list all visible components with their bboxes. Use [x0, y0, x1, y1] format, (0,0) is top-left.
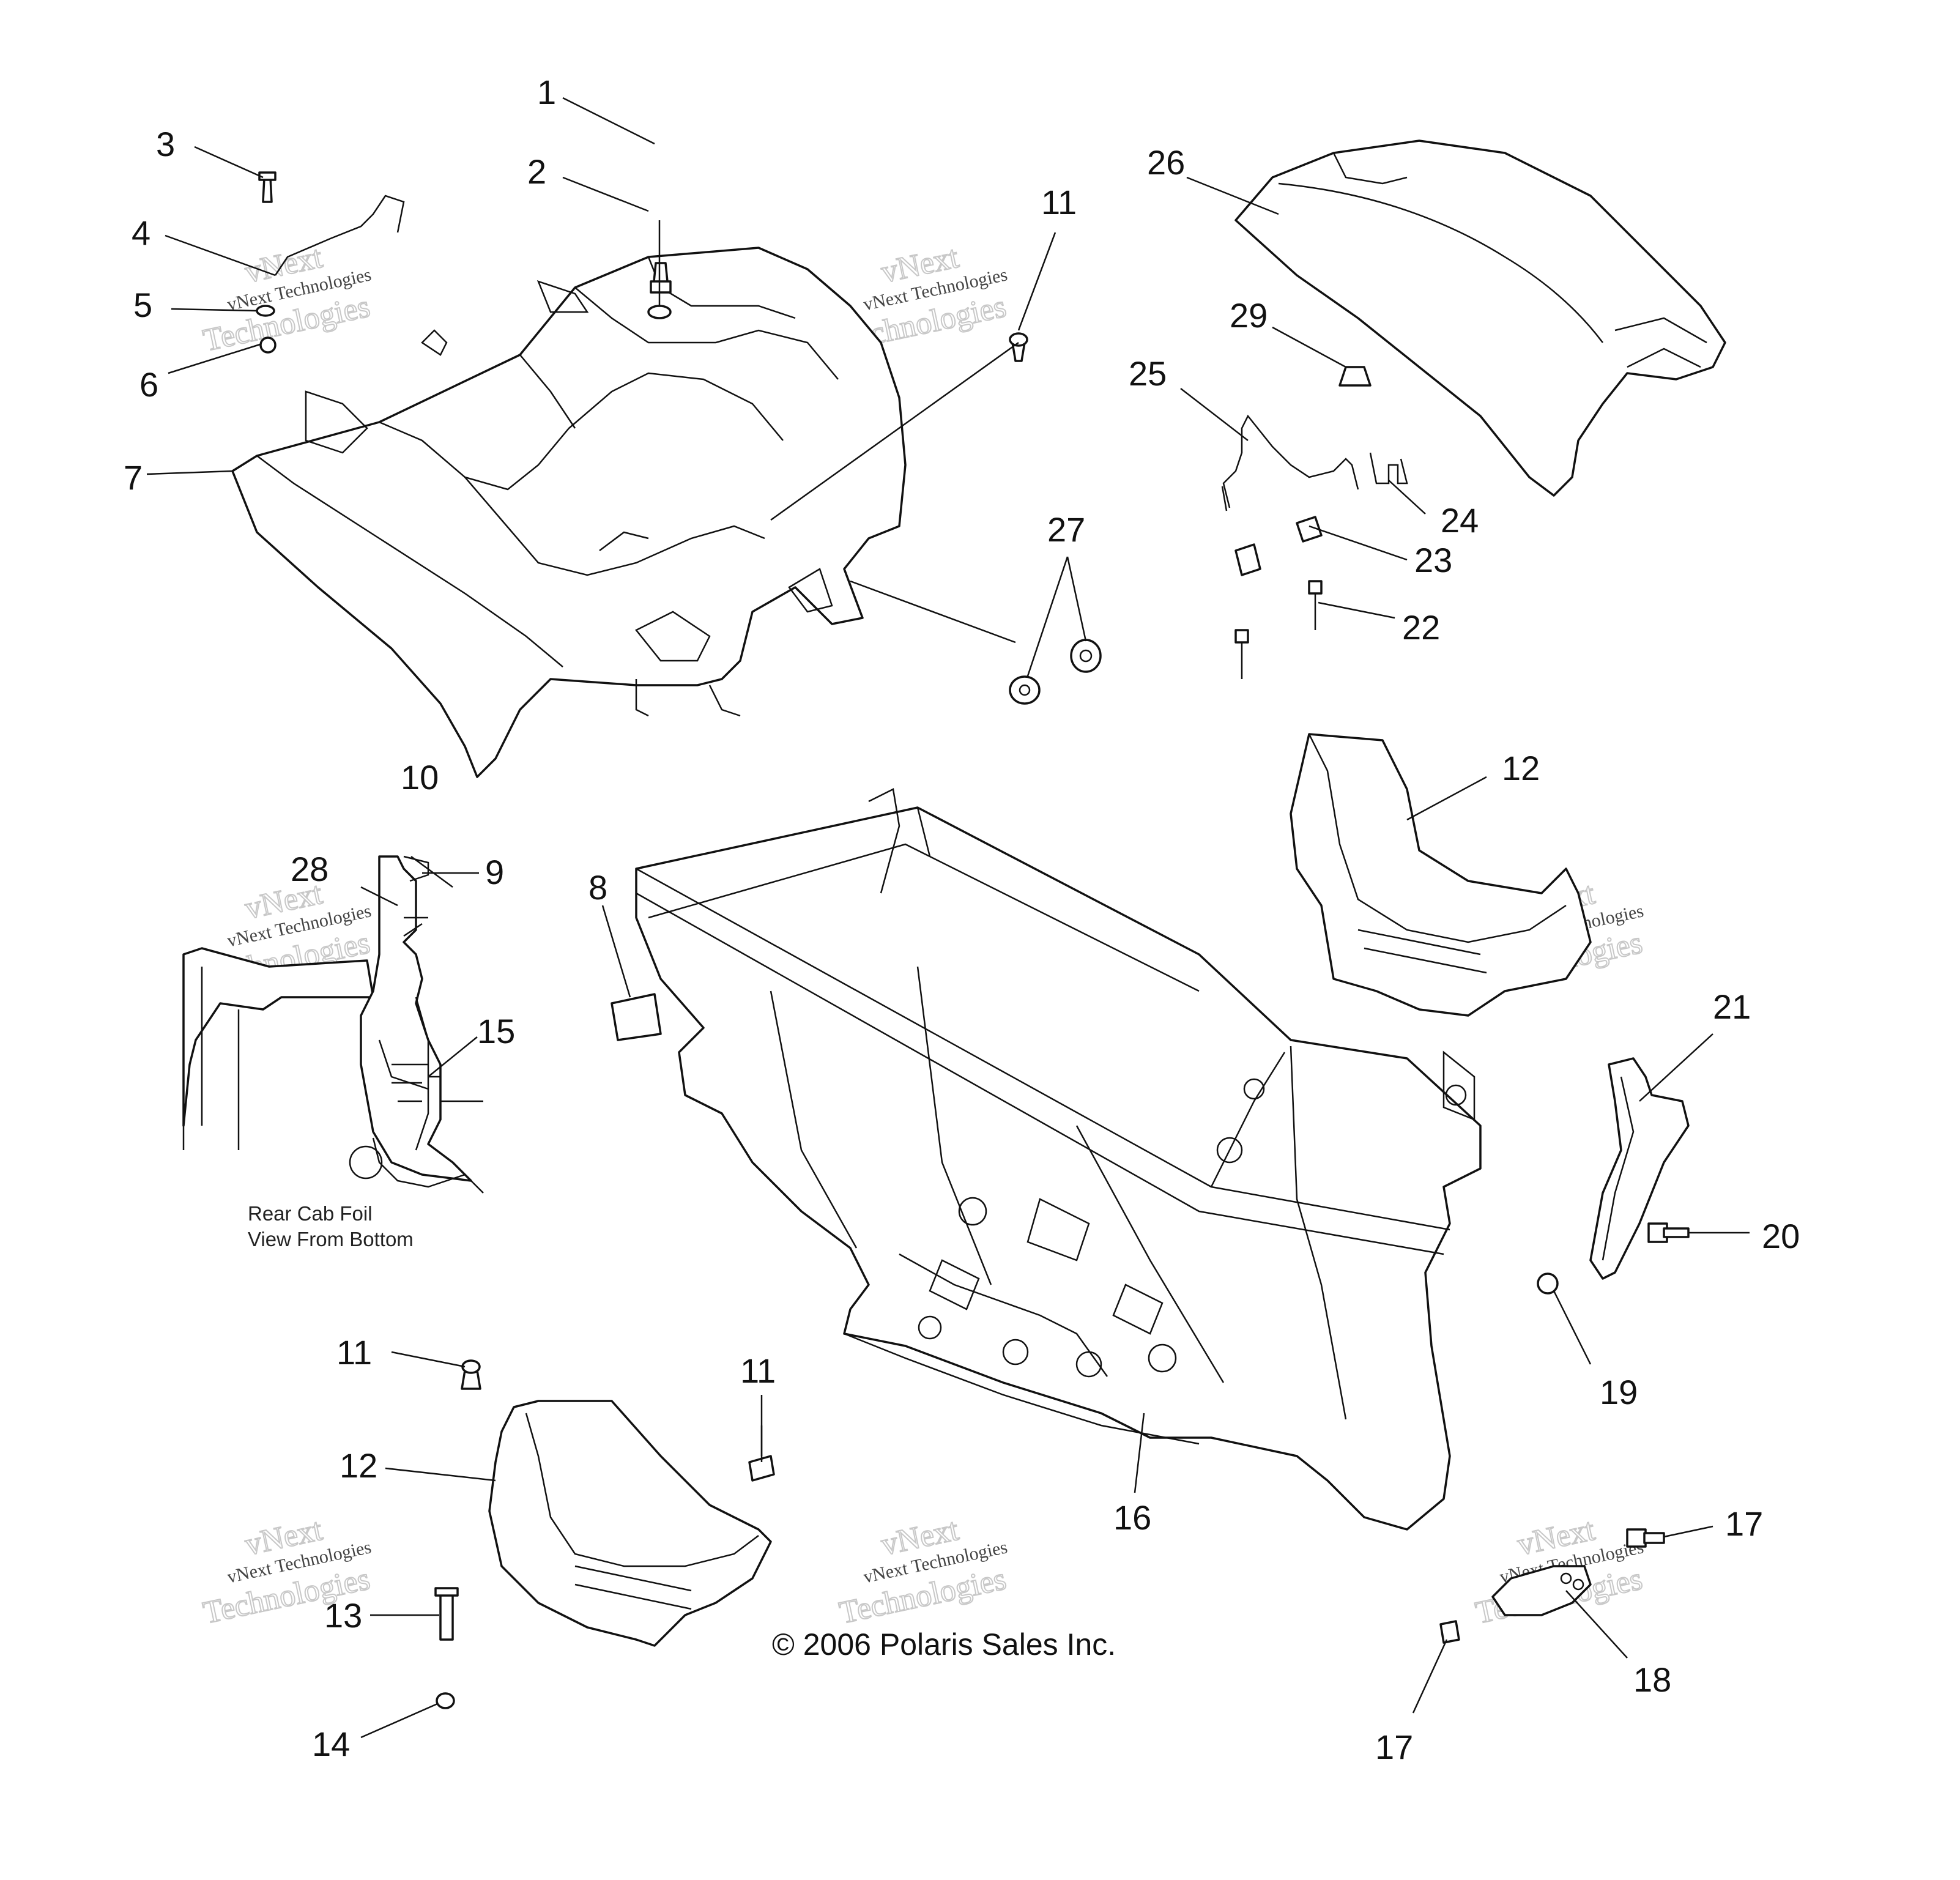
callout-12-right: 12 [1502, 749, 1540, 787]
callout-25: 25 [1129, 354, 1167, 393]
callout-11-bottom-left: 11 [336, 1333, 372, 1372]
inset-caption-line2: View From Bottom [248, 1228, 414, 1250]
seat [1234, 139, 1726, 497]
callout-18: 18 [1633, 1660, 1671, 1699]
watermark: vNext vNext Technologies Technologies [836, 239, 1009, 359]
callout-24: 24 [1441, 501, 1479, 540]
callout-29: 29 [1230, 296, 1268, 335]
watermark: vNext vNext Technologies Technologies [199, 239, 373, 359]
callout-3: 3 [156, 125, 175, 163]
callout-5: 5 [133, 286, 152, 324]
callout-26: 26 [1147, 143, 1185, 182]
callout-7: 7 [124, 458, 143, 497]
seat-latch-rod [1221, 414, 1359, 511]
bracket [1491, 1565, 1592, 1616]
callout-11-bottom-mid: 11 [740, 1351, 776, 1390]
callout-19: 19 [1600, 1373, 1638, 1411]
copyright-notice: © 2006 Polaris Sales Inc. [772, 1627, 1116, 1662]
callout-21: 21 [1713, 987, 1751, 1026]
leader-lines [146, 97, 1750, 1739]
footwell-left [488, 1400, 772, 1647]
rock-guard [1589, 1057, 1690, 1280]
callout-labels: 1 2 3 4 5 6 7 8 9 10 11 11 11 12 12 13 1… [124, 73, 1800, 1766]
callout-9: 9 [485, 853, 504, 891]
callout-8: 8 [588, 868, 607, 907]
callout-17-bottom: 17 [1375, 1728, 1413, 1766]
rear-cab-foil-inset [182, 855, 484, 1194]
callout-14: 14 [312, 1725, 350, 1763]
callout-23: 23 [1414, 541, 1452, 579]
small-parts [256, 171, 1690, 1709]
callout-15: 15 [477, 1012, 515, 1050]
callout-16: 16 [1113, 1498, 1151, 1537]
callout-10: 10 [401, 758, 439, 797]
callout-12-left: 12 [340, 1446, 377, 1485]
callout-11-top: 11 [1041, 183, 1077, 221]
callout-28: 28 [291, 850, 329, 888]
footwell-right [1290, 733, 1592, 1017]
inset-caption-line1: Rear Cab Foil [248, 1202, 373, 1225]
callout-20: 20 [1762, 1217, 1800, 1255]
callout-22: 22 [1402, 608, 1440, 647]
callout-2: 2 [527, 152, 546, 191]
rear-cab-fender [231, 247, 907, 778]
callout-4: 4 [132, 214, 150, 252]
watermark: vNext vNext Technologies Technologies [836, 1512, 1009, 1632]
callout-27: 27 [1047, 510, 1085, 549]
frame [635, 788, 1482, 1531]
callout-17-right: 17 [1725, 1504, 1763, 1543]
callout-1: 1 [537, 73, 556, 111]
callout-6: 6 [139, 365, 158, 404]
callout-13: 13 [324, 1596, 362, 1635]
